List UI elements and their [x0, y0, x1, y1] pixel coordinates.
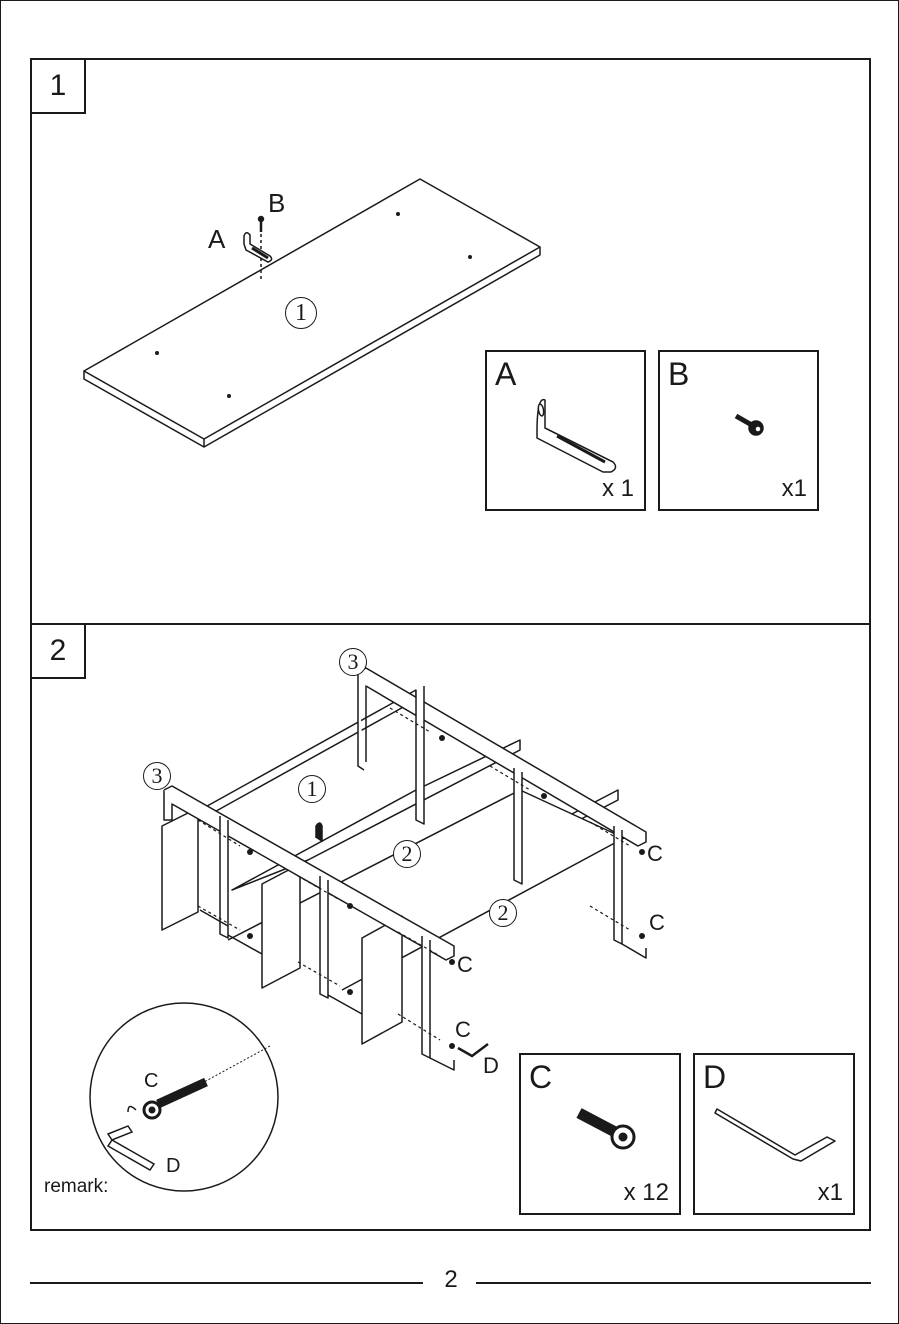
step-1-panel-label: 1: [285, 297, 317, 329]
detail-label-c: C: [144, 1071, 158, 1091]
step-1-label-b: B: [268, 190, 285, 216]
part-d-qty: x1: [818, 1179, 843, 1207]
panel-label-top: 1: [298, 775, 326, 803]
step-1-number: 1: [30, 58, 86, 114]
panel-label-shelf-1: 2: [393, 840, 421, 868]
footer-rule-left: [30, 1282, 423, 1284]
part-b-qty: x1: [782, 475, 807, 503]
part-a-box: A x 1: [485, 350, 646, 511]
page-number: 2: [436, 1266, 466, 1294]
step-1-label-a: A: [208, 226, 225, 252]
frame-label-front: 3: [143, 762, 171, 790]
part-b-box: B x1: [658, 350, 819, 511]
panel-label-shelf-2: 2: [489, 899, 517, 927]
remark-label: remark:: [44, 1176, 108, 1198]
part-d-box: D x1: [693, 1053, 855, 1215]
bolt-label-c-4: C: [455, 1019, 471, 1041]
footer-rule-right: [476, 1282, 871, 1284]
bolt-label-c-1: C: [647, 843, 663, 865]
part-c-qty: x 12: [624, 1179, 669, 1207]
part-c-box: C x 12: [519, 1053, 681, 1215]
wrench-label-d: D: [483, 1055, 499, 1077]
step-1-panel: 1: [30, 58, 871, 625]
bolt-label-c-2: C: [649, 912, 665, 934]
detail-label-d: D: [166, 1156, 180, 1176]
step-2-number: 2: [30, 623, 86, 679]
bolt-label-c-3: C: [457, 954, 473, 976]
frame-label-rear: 3: [339, 648, 367, 676]
part-a-qty: x 1: [602, 475, 634, 503]
